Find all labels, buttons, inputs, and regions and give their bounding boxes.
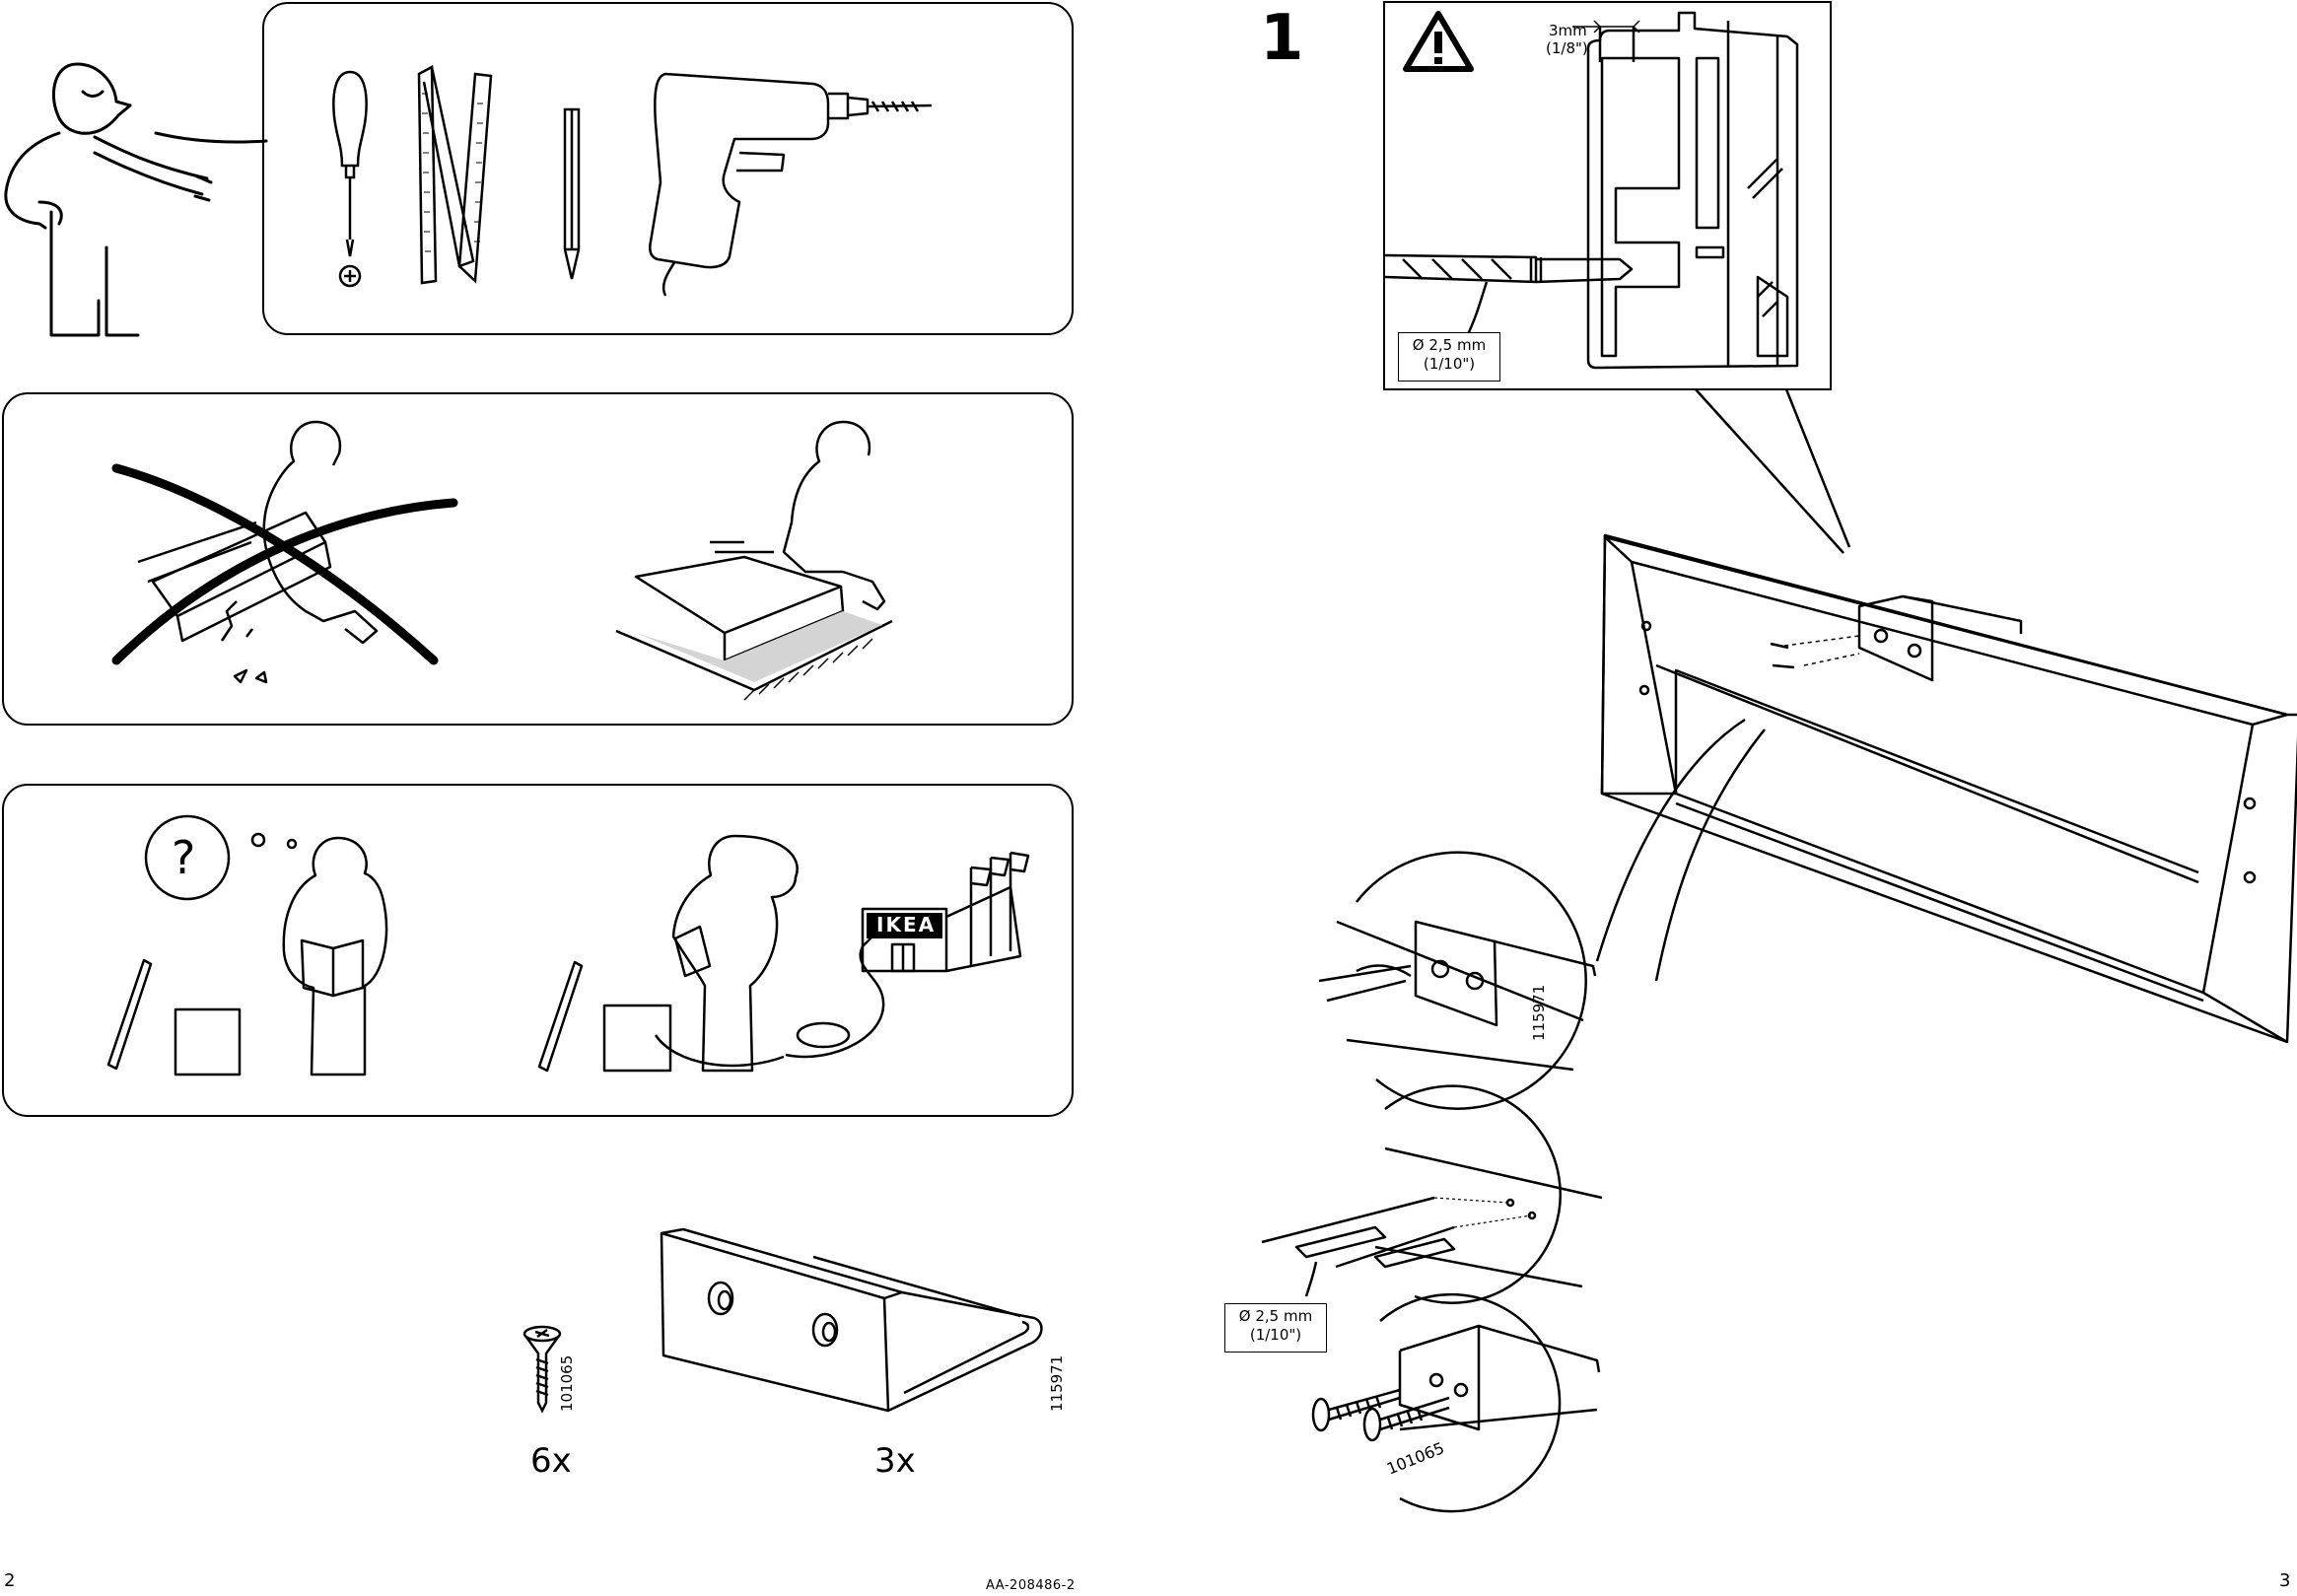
correct-assembly-figure xyxy=(615,420,893,701)
store-sign: IKEA xyxy=(876,913,937,937)
warning-detail-drawing xyxy=(1384,11,1799,370)
warning-drill-size-box: Ø 2,5 mm (1/10") xyxy=(1398,332,1500,382)
handling-panel xyxy=(2,392,1074,726)
help-panel xyxy=(2,784,1074,1117)
tools-panel xyxy=(262,2,1074,335)
question-figure: ? xyxy=(106,814,388,1076)
left-page-number: 2 xyxy=(4,1570,16,1591)
zoom-bracket-article-number: 115971 xyxy=(1530,984,1548,1041)
svg-text:?: ? xyxy=(172,831,195,884)
incorrect-assembly-figure xyxy=(111,420,458,684)
drill-icon xyxy=(649,72,933,297)
step-number: 1 xyxy=(1260,2,1304,75)
warning-drill-size-inch: (1/10") xyxy=(1423,355,1476,373)
zoom-detail-mark xyxy=(1318,851,1597,1110)
drill-size-box: Ø 2,5 mm (1/10") xyxy=(1224,1303,1327,1353)
screw-icon xyxy=(522,1325,562,1414)
document-code: AA-208486-2 xyxy=(986,1578,1076,1593)
drill-size: Ø 2,5 mm xyxy=(1238,1307,1313,1325)
screw-quantity: 6x xyxy=(530,1441,572,1481)
call-ikea-figure xyxy=(537,834,1030,1073)
bracket-icon xyxy=(660,1227,1043,1413)
shelf-assembly-drawing xyxy=(1595,388,2297,1044)
folding-ruler-icon xyxy=(417,64,493,285)
instruction-figure-pointing xyxy=(4,62,268,337)
screwdriver-icon xyxy=(332,70,368,288)
zoom-screw-circle xyxy=(1311,1292,1601,1513)
screw-article-number: 101065 xyxy=(558,1354,576,1412)
pencil-icon xyxy=(563,107,581,280)
bracket-quantity: 3x xyxy=(874,1441,916,1481)
right-page-number: 3 xyxy=(2279,1570,2291,1591)
offset-label-inch: (1/8") xyxy=(1546,39,1588,57)
warning-drill-size: Ø 2,5 mm xyxy=(1412,336,1487,354)
bracket-article-number: 115971 xyxy=(1048,1354,1066,1412)
warning-icon xyxy=(1403,11,1474,72)
drill-size-inch: (1/10") xyxy=(1249,1326,1302,1344)
